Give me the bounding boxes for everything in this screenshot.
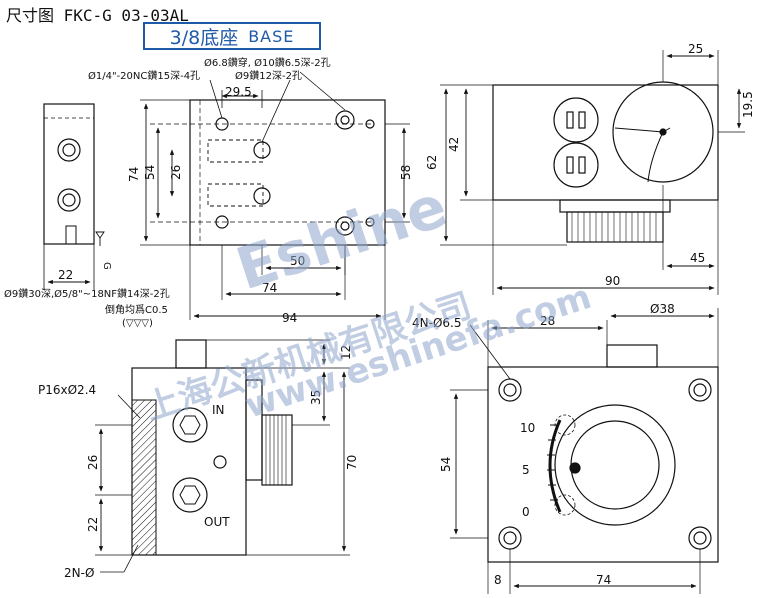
- top-dim-29-5: 29.5: [225, 85, 252, 99]
- front-dim-35: 35: [309, 390, 323, 405]
- top-dim-58: 58: [399, 165, 413, 180]
- top-dim-54: 54: [143, 165, 157, 180]
- top-hole-6: [335, 216, 355, 236]
- right-top-dim-42: 42: [447, 137, 461, 152]
- top-note-holes-a: Ø6.8鑽穿, Ø10鑽6.5深-2孔: [204, 56, 331, 69]
- top-chamfer-symbol: (▽▽▽): [122, 318, 153, 329]
- side-port-note: Ø9鑽30深,Ø5/8"~18NF鑽14深-2孔: [4, 287, 170, 300]
- front-note-p16: P16xØ2.4: [38, 383, 96, 397]
- bottom-right-dim-28: 28: [540, 314, 555, 328]
- top-hole-4: [253, 187, 271, 205]
- mount-hole-tr: [688, 378, 712, 402]
- side-dim-22: 22: [58, 268, 73, 282]
- front-note-2n: 2N-Ø: [64, 566, 94, 580]
- dial-mark-0: 0: [522, 505, 530, 519]
- side-body: [43, 103, 95, 245]
- front-label-in: IN: [212, 403, 225, 417]
- base-word-text: BASE: [248, 26, 295, 46]
- bottom-right-dim-8: 8: [494, 573, 502, 587]
- bottom-right-dial-outer: [554, 404, 676, 526]
- bottom-right-dial-inner: [570, 420, 660, 510]
- right-top-body: [492, 84, 719, 201]
- mount-hole-br: [688, 526, 712, 550]
- front-out-port: [172, 477, 208, 513]
- right-top-dim-62: 62: [425, 155, 439, 170]
- right-top-dim-45: 45: [690, 251, 705, 265]
- side-port-lower: [57, 188, 81, 212]
- watermark-brand: Eshine: [228, 172, 454, 303]
- bottom-right-body: [487, 366, 719, 563]
- right-top-dim-25: 25: [688, 42, 703, 56]
- top-dim-26: 26: [169, 165, 183, 180]
- top-hole-2: [215, 215, 229, 229]
- side-view: [43, 103, 105, 290]
- right-top-port-1: [553, 97, 599, 143]
- base-size-text: 3/8底座: [169, 26, 239, 49]
- bottom-right-top-boss: [606, 344, 658, 368]
- side-mark-g: G: [101, 262, 112, 270]
- right-top-dim-90: 90: [605, 274, 620, 288]
- top-hole-5: [335, 110, 355, 130]
- front-knob: [261, 414, 293, 486]
- top-dim-94: 94: [282, 311, 297, 325]
- front-in-port: [172, 407, 208, 443]
- right-top-port-2: [553, 142, 599, 188]
- right-top-view: [440, 50, 745, 295]
- front-dim-22: 22: [86, 517, 100, 532]
- front-small-hole: [213, 455, 227, 469]
- mount-hole-tl: [498, 378, 522, 402]
- bottom-right-dim-38: Ø38: [650, 302, 675, 316]
- base-size-label: 3/8底座 BASE: [143, 22, 321, 50]
- front-label-out: OUT: [204, 515, 230, 529]
- side-port-upper: [57, 138, 81, 162]
- bottom-right-view: [450, 308, 719, 594]
- top-body: [189, 99, 386, 246]
- watermark: Eshine 上海公新机械有限公司 www.eshinefa.com: [140, 172, 596, 429]
- dial-mark-10: 10: [520, 421, 535, 435]
- top-dim-74h: 74: [262, 281, 277, 295]
- dial-mark-5: 5: [522, 463, 530, 477]
- bottom-right-dim-74: 74: [596, 573, 611, 587]
- front-dim-12: 12: [339, 345, 353, 360]
- top-hole-3: [253, 141, 271, 159]
- bottom-right-dim-54: 54: [439, 457, 453, 472]
- top-note-thread: Ø1/4"-20NC鑽15深-4孔: [88, 69, 200, 82]
- front-view: [95, 339, 350, 573]
- top-dim-74v: 74: [127, 167, 141, 182]
- drawing-title: 尺寸图 FKC-G 03-03AL: [6, 6, 189, 25]
- bottom-right-note-4n: 4N-Ø6.5: [412, 316, 461, 330]
- mount-hole-bl: [498, 526, 522, 550]
- top-view: [140, 71, 410, 320]
- front-dim-70: 70: [345, 455, 359, 470]
- right-top-dim-19-5: 19.5: [741, 91, 755, 118]
- front-hatched-section: [131, 399, 157, 556]
- front-top-boss: [175, 339, 207, 369]
- top-dim-50: 50: [290, 254, 305, 268]
- front-dim-26: 26: [86, 455, 100, 470]
- top-note-holes-b: Ø9鑽12深-2孔: [235, 69, 302, 82]
- top-note-chamfer: 倒角均爲C0.5: [105, 304, 168, 316]
